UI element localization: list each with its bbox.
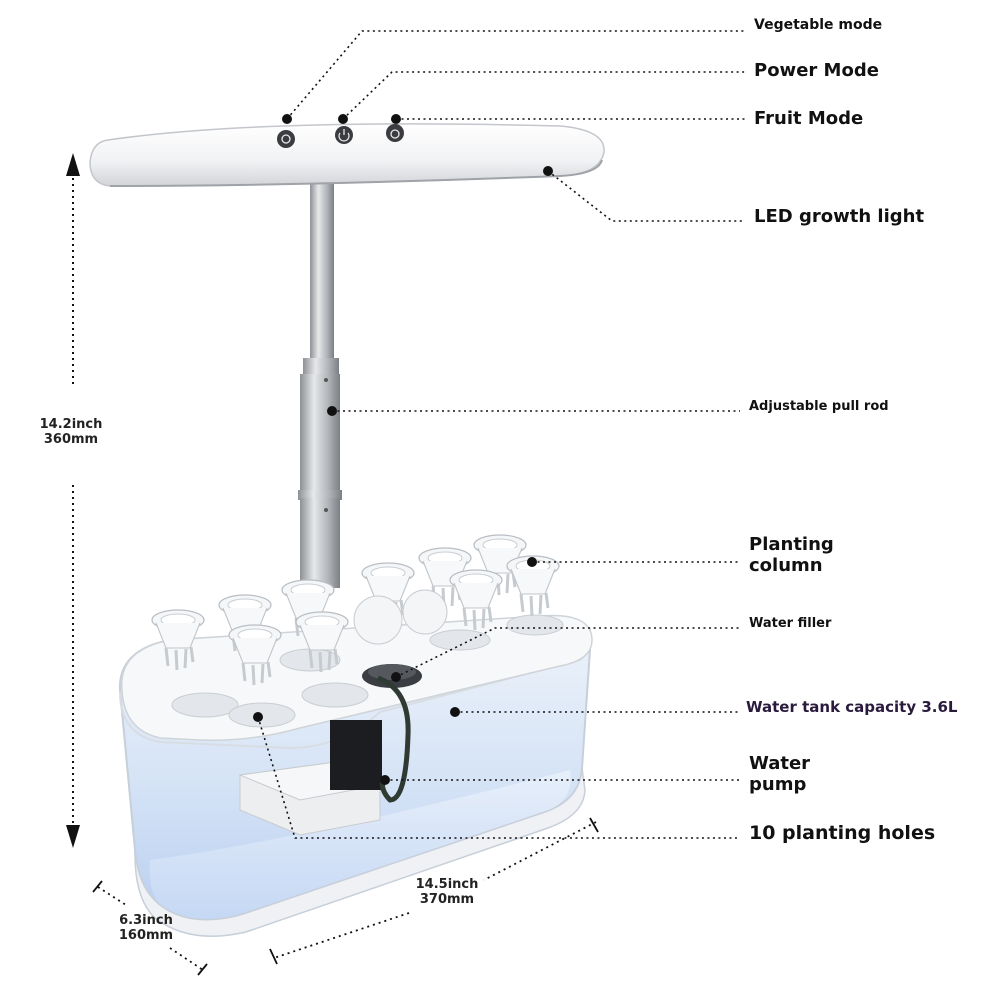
label-planting-column-line2: column [749, 554, 823, 576]
leader-vegetable-mode [286, 30, 745, 120]
width-dimension-line [92, 880, 208, 976]
led-growth-light [89, 123, 605, 187]
height-dimension-label: 14.2inch 360mm [16, 417, 126, 448]
width-inch: 6.3inch [119, 913, 173, 928]
length-inch: 14.5inch [415, 877, 479, 892]
label-water-tank-capacity: Water tank capacity 3.6L [746, 698, 958, 716]
height-dimension-arrow [66, 153, 80, 848]
leader-led-growth-light [547, 170, 745, 222]
label-planting-column-line1: Planting [749, 534, 834, 555]
callout-dots [253, 114, 553, 785]
label-water-pump-line1: Water [749, 753, 811, 774]
tank-base [134, 767, 586, 937]
label-led-growth-light: LED growth light [754, 206, 925, 227]
height-mm: 360mm [43, 431, 99, 447]
label-adjustable-pull-rod: Adjustable pull rod [749, 399, 889, 414]
water-pump [238, 675, 411, 836]
label-fruit-mode: Fruit Mode [754, 108, 864, 129]
height-inch: 14.2inch [39, 417, 103, 432]
width-dimension-label: 6.3inch 160mm [96, 913, 196, 944]
width-mm: 160mm [118, 927, 174, 943]
fruit-mode-button[interactable] [386, 124, 404, 142]
label-water-pump-line2: pump [749, 773, 807, 795]
vegetable-mode-button[interactable] [277, 130, 295, 148]
leader-water-filler [395, 627, 740, 678]
length-dimension-label: 14.5inch 370mm [392, 877, 502, 908]
length-mm: 370mm [419, 891, 475, 907]
callout-leaders [257, 30, 745, 839]
adjustable-pull-rod [298, 180, 342, 588]
label-water-pump: Water pump [749, 753, 811, 795]
label-planting-holes: 10 planting holes [749, 822, 936, 844]
leader-power-mode [342, 71, 745, 120]
length-dimension-line [269, 817, 599, 965]
label-power-mode: Power Mode [754, 60, 879, 81]
label-water-filler: Water filler [749, 616, 832, 631]
label-planting-column: Planting column [749, 534, 834, 576]
leader-planting-holes [257, 716, 740, 839]
planting-columns [150, 533, 561, 687]
label-vegetable-mode: Vegetable mode [754, 17, 883, 33]
planting-holes [171, 614, 564, 728]
power-mode-button[interactable] [335, 126, 353, 144]
